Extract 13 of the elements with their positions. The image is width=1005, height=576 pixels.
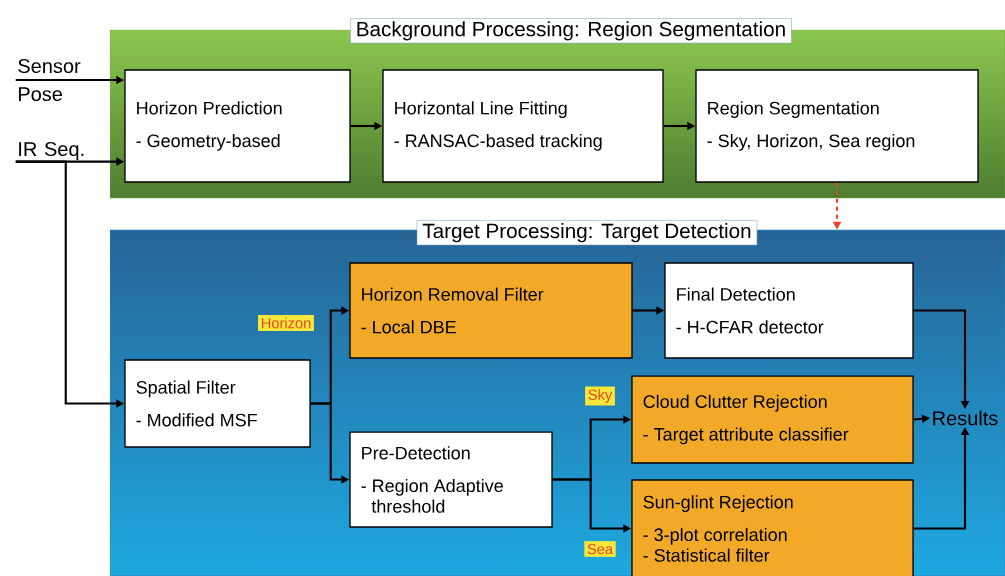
process-box: Sun-glint Rejection - 3-plot correlation - Statistical filter xyxy=(631,479,914,576)
process-box: Horizon Removal Filter - Local DBE xyxy=(349,262,633,359)
output-label: Results xyxy=(933,410,998,426)
process-box: Region Segmentation - Sky, Horizon, Sea region xyxy=(695,69,979,183)
input-label: IR Seq. xyxy=(19,141,84,161)
process-box: Cloud Clutter Rejection - Target attribute classifier xyxy=(631,375,914,464)
process-box: Spatial Filter - Modified MSF xyxy=(124,359,311,448)
process-box: Pre-Detection - Region Adaptive threshold xyxy=(349,431,553,528)
process-box: Horizon Prediction - Geometry-based xyxy=(124,69,351,183)
process-box: Horizontal Line Fitting - RANSAC-based tracking xyxy=(382,69,664,183)
input-label: Sensor Pose xyxy=(18,58,81,102)
process-box: Final Detection - H-CFAR detector xyxy=(664,262,914,359)
edge-label: Sea xyxy=(584,541,616,557)
